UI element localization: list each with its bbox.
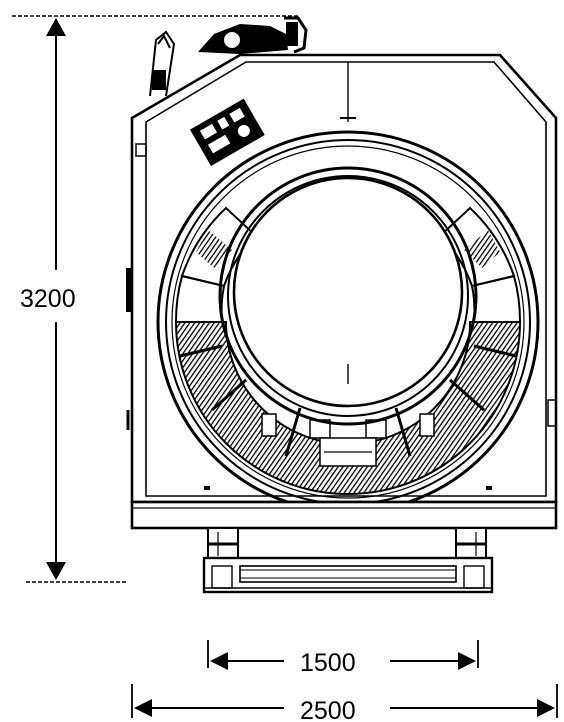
drum-opening xyxy=(232,176,464,408)
top-left-fitting xyxy=(149,30,176,97)
height-arrow-up xyxy=(46,18,66,36)
base-plate xyxy=(130,500,558,530)
drum-hatched-area xyxy=(174,321,522,495)
drum-segment-dividers xyxy=(179,344,517,457)
outer-width-label: 2500 xyxy=(300,697,356,722)
inner-width-dimension: 1500 xyxy=(207,640,479,677)
height-arrow-down xyxy=(46,562,66,580)
base-frame xyxy=(202,527,494,594)
top-motor xyxy=(198,16,308,54)
machine xyxy=(126,16,558,594)
inner-width-label: 1500 xyxy=(300,649,356,677)
drum-inner-ring xyxy=(218,166,478,426)
outer-width-dimension: 2500 xyxy=(131,684,558,722)
control-box xyxy=(190,98,265,167)
height-label: 3200 xyxy=(20,285,76,313)
height-dimension: 3200 xyxy=(12,15,300,583)
